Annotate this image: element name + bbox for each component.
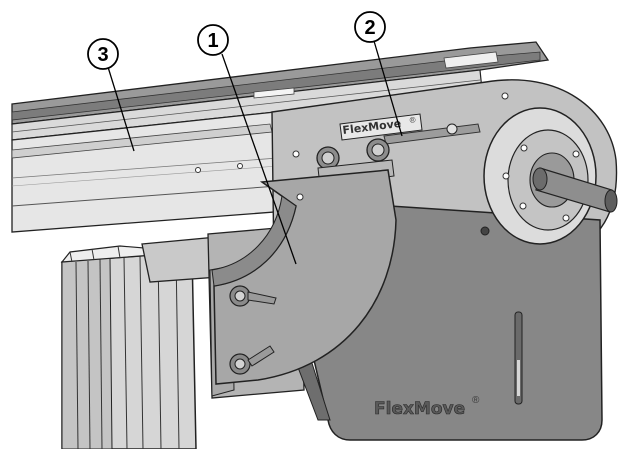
cover-logo-mark: ®	[472, 395, 480, 406]
callout-2-label: 2	[364, 17, 375, 39]
callout-1: 1	[197, 24, 297, 265]
brand-plate: FlexMove ®	[339, 113, 423, 141]
callout-3: 3	[87, 38, 135, 152]
callout-1-label: 1	[207, 30, 218, 52]
brand-plate-mark: ®	[409, 115, 416, 125]
callout-2: 2	[354, 11, 403, 137]
cover-logo: FlexMove ®	[374, 395, 480, 419]
support-leg-profile	[60, 245, 197, 450]
callout-3-label: 3	[97, 44, 108, 66]
drive-shaft-flange	[483, 107, 618, 245]
cover-logo-label: FlexMove	[374, 399, 465, 419]
curved-mounting-bracket	[211, 169, 397, 385]
bracket-bolts	[229, 285, 277, 375]
